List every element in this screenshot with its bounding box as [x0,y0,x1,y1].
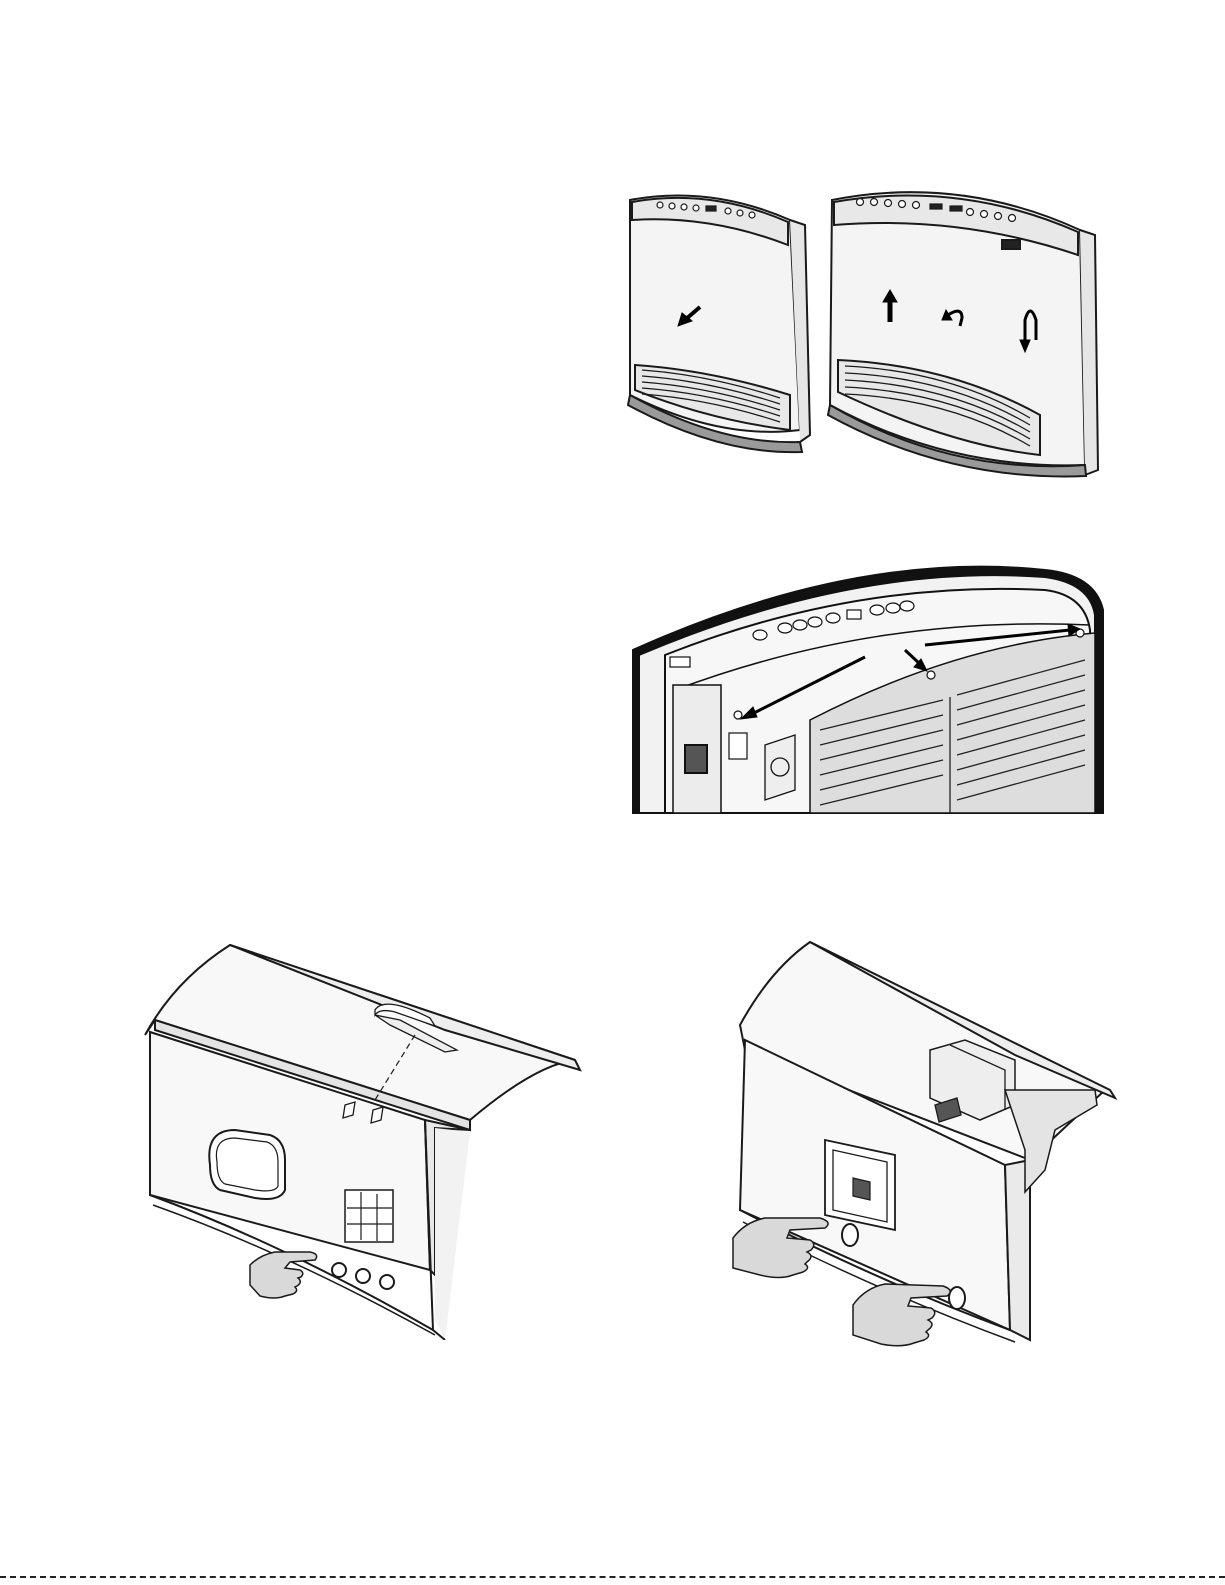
small-heater [628,196,810,453]
page-bottom-border [0,1576,1225,1578]
heaters-front-figure [620,180,1100,485]
back-panel-right-figure [725,930,1120,1350]
pointing-hand-icon [853,1284,950,1346]
large-heater [828,192,1098,476]
pointing-hand-icon [250,1252,317,1298]
back-panel-left-figure [135,940,585,1340]
heater-rear-screws-figure [625,555,1105,815]
